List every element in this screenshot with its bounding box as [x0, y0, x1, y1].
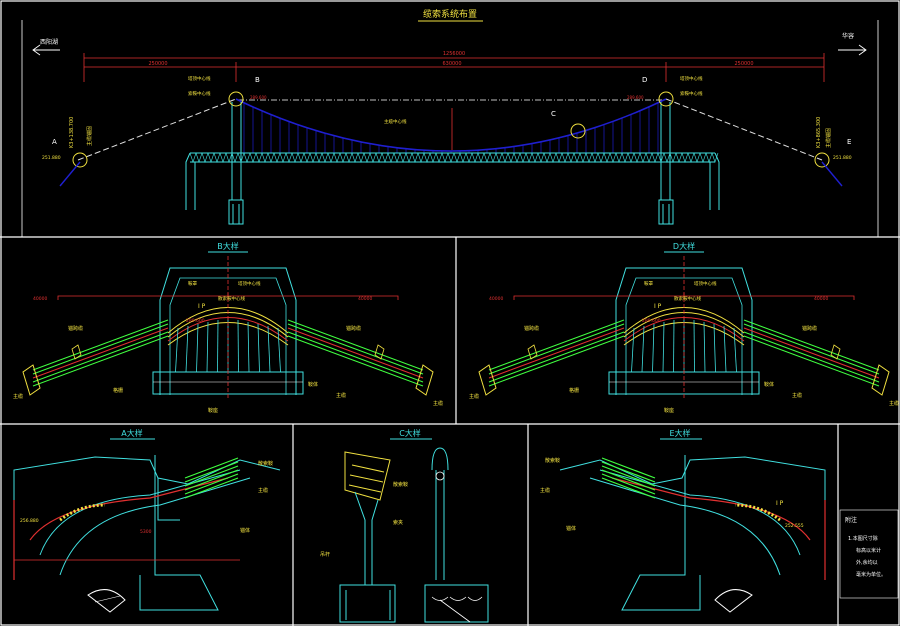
detail-a-dim: 5300: [140, 529, 152, 535]
marker-e: E: [847, 138, 851, 146]
detail-d-dim-right: 40000: [814, 296, 828, 302]
detail-b-right-tail: 主缆: [433, 400, 443, 407]
anchor-blocks: [59, 161, 843, 187]
right-elev: 251.880: [833, 155, 852, 161]
detail-d-elev: 289.600: [642, 318, 661, 324]
notes-line-3: 外,余均以: [856, 559, 878, 566]
total-span-dim: 1256000: [443, 51, 465, 57]
right-side-span-dim: 250000: [734, 61, 753, 67]
tower-elev-right: 289.600: [627, 95, 644, 100]
tower-top-label-left: 塔顶中心线: [188, 75, 211, 82]
detail-d-left-strand: 主缆: [469, 393, 479, 400]
detail-b-mid-label: 格栅: [113, 387, 123, 394]
detail-b-cap-label: 鞍罩: [188, 280, 197, 287]
detail-c-label-1: 散索鞍: [393, 481, 408, 488]
detail-d-right-bottom: 鞍体: [764, 381, 774, 388]
detail-b-elev: 289.600: [186, 318, 205, 324]
detail-e-label-mid: 主缆: [540, 487, 550, 494]
right-anchor-label: 主缆锚固: [825, 128, 832, 148]
detail-b-left-cable: 锚跨缆: [68, 325, 83, 332]
marker-a: A: [52, 138, 57, 146]
left-direction-label: 西阳湖: [40, 38, 58, 46]
left-direction-arrow-icon: [32, 44, 60, 56]
detail-b-dim-left: 40000: [33, 296, 47, 302]
stiffening-truss-deck: [185, 152, 720, 210]
notes-title: 附注: [845, 516, 857, 524]
detail-d-saddle-label: 散索鞍中心线: [674, 295, 701, 302]
notes-block: 附注 1.本图尺寸除 标高以米计 外,余均以 毫米为单位。: [839, 509, 899, 599]
left-elev: 251.880: [42, 155, 61, 161]
detail-e-label-top: 散索鞍: [545, 457, 560, 464]
left-anchor-label: 主缆锚固: [86, 126, 93, 146]
right-station-label: K3+865.300: [816, 117, 822, 148]
main-cable-label: 主缆中心线: [384, 118, 407, 125]
elevation-view: 缆索系统布置 西阳湖 华容 1256000 250000 630000 2500…: [32, 8, 867, 225]
truss-diagonals: [189, 152, 719, 163]
tower-elev-left: 289.600: [250, 95, 267, 100]
detail-c-title: C大样: [399, 428, 421, 438]
marker-d: D: [642, 76, 647, 84]
detail-b-ip: I P: [198, 303, 206, 310]
left-tower: [228, 102, 244, 225]
main-cable: [235, 98, 667, 152]
detail-b-dim-right: 40000: [358, 296, 372, 302]
left-station-label: K3+138.700: [69, 117, 75, 148]
detail-b-right-bottom: 鞍体: [308, 381, 318, 388]
detail-d-left-cable: 锚跨缆: [524, 325, 539, 332]
tower-top-label-right: 塔顶中心线: [680, 75, 703, 82]
detail-e-elev: 252.555: [785, 523, 804, 529]
left-side-span-dim: 250000: [148, 61, 167, 67]
notes-line-2: 标高以米计: [856, 547, 881, 554]
detail-a-elev: 256.880: [20, 518, 39, 524]
drawing-title: 缆索系统布置: [423, 8, 477, 20]
main-span-dim: 630000: [442, 61, 461, 67]
detail-d-ip: I P: [654, 303, 662, 310]
detail-a-label-low: 锚体: [240, 527, 250, 534]
detail-d-title: D大样: [673, 241, 695, 251]
marker-c: C: [551, 110, 556, 118]
saddle-label-right: 索鞍中心线: [680, 90, 703, 97]
detail-d-mid-label: 格栅: [569, 387, 579, 394]
detail-b-left-strand: 主缆: [13, 393, 23, 400]
detail-b-title: B大样: [217, 241, 239, 251]
detail-b-right-cable: 锚跨缆: [346, 325, 361, 332]
detail-a-label-mid: 主缆: [258, 487, 268, 494]
right-tower: [658, 102, 674, 225]
detail-b-right-mid: 主缆: [336, 392, 346, 399]
detail-d-center-label: 塔顶中心线: [694, 280, 717, 287]
detail-a-label-top: 散索鞍: [258, 460, 273, 467]
marker-b: B: [255, 76, 260, 84]
notes-line-1: 1.本图尺寸除: [848, 535, 878, 542]
detail-d-right-cable: 锚跨缆: [802, 325, 817, 332]
detail-a: A大样 256.880 5300 散索鞍 主缆 锚体: [13, 428, 281, 613]
detail-b-base-label: 鞍座: [208, 407, 218, 414]
detail-d-cap-label: 鞍罩: [644, 280, 653, 287]
detail-c-label-2: 索夹: [393, 519, 403, 526]
saddle-markers: [72, 91, 830, 168]
hanger-rods: [243, 102, 659, 153]
detail-c-label-3: 吊杆: [320, 551, 330, 558]
detail-e-title: E大样: [669, 428, 690, 438]
detail-c: C大样 散索鞍 索夹 吊杆: [320, 428, 489, 623]
right-direction-arrow-icon: [838, 44, 867, 56]
backstay-cables: [77, 98, 823, 161]
span-dimensions: [83, 53, 825, 82]
detail-b-saddle-label: 散索鞍中心线: [218, 295, 245, 302]
detail-d-right-tail: 主缆: [889, 400, 899, 407]
detail-b-center-label: 塔顶中心线: [238, 280, 261, 287]
detail-d-right-mid: 主缆: [792, 392, 802, 399]
detail-d-dim-left: 40000: [489, 296, 503, 302]
detail-e: E大样 252.555 I P 散索鞍 主缆 锚体: [540, 428, 826, 613]
detail-d-base-label: 鞍座: [664, 407, 674, 414]
detail-a-title: A大样: [121, 428, 142, 438]
notes-line-4: 毫米为单位。: [856, 571, 886, 578]
right-direction-label: 华容: [842, 32, 854, 40]
detail-e-ip: I P: [776, 500, 784, 507]
detail-e-label-low: 锚体: [566, 525, 576, 532]
saddle-label-left: 索鞍中心线: [188, 90, 211, 97]
